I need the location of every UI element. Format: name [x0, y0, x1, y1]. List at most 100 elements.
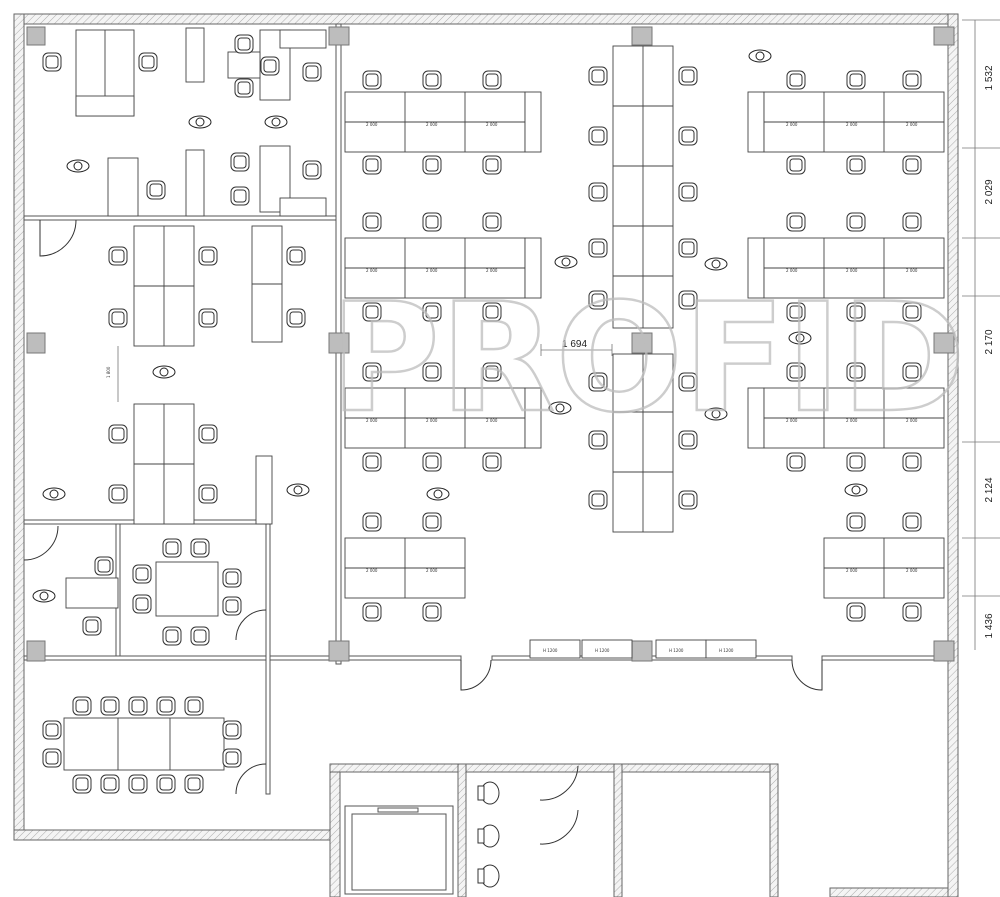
- desk-label: 2 000: [906, 418, 918, 423]
- chair: [222, 720, 242, 740]
- cluster-row-2-right: [747, 237, 945, 299]
- chair: [94, 556, 114, 576]
- outer-walls: [13, 13, 959, 897]
- chair: [286, 308, 306, 328]
- meeting-rooms: [63, 561, 225, 771]
- chair: [588, 430, 608, 450]
- chair: [588, 238, 608, 258]
- desk-label: 2 000: [486, 122, 498, 127]
- dimension-lines: 1 532 2 029 2 170 2 124 1 436 1 694: [540, 19, 1000, 650]
- chair: [422, 602, 442, 622]
- chair: [482, 362, 502, 382]
- chair: [786, 212, 806, 232]
- chair: [222, 568, 242, 588]
- chair: [482, 452, 502, 472]
- chair: [362, 602, 382, 622]
- chair: [786, 70, 806, 90]
- cluster-row-1-left: [344, 91, 542, 153]
- columns: [26, 26, 955, 662]
- chair: [184, 696, 204, 716]
- main-workstations: 2 000 2 000 2 000 2 000 2 000 2 000 2 00…: [344, 45, 945, 599]
- chair: [588, 66, 608, 86]
- cluster-row-1-right: [747, 91, 945, 153]
- service-core: [329, 763, 949, 897]
- dimension-center: 1 694: [562, 339, 587, 350]
- chair: [234, 34, 254, 54]
- desk-label: 2 000: [846, 268, 858, 273]
- cluster-row-3-right: [747, 387, 945, 449]
- chair: [422, 362, 442, 382]
- chair: [678, 182, 698, 202]
- desk-label: 2 000: [786, 122, 798, 127]
- desk-label: 2 000: [426, 568, 438, 573]
- left-small-dimension: 1 800: [106, 366, 111, 378]
- chair: [184, 774, 204, 794]
- dimension-2: 2 029: [984, 179, 995, 204]
- chair: [902, 212, 922, 232]
- desk-label: 2 000: [906, 122, 918, 127]
- desk-label: 2 000: [366, 568, 378, 573]
- cabinet-label: H 1200: [543, 648, 558, 653]
- person-figure: [286, 483, 310, 497]
- chair: [362, 302, 382, 322]
- chair: [588, 126, 608, 146]
- chair: [100, 774, 120, 794]
- chair: [902, 155, 922, 175]
- chair: [286, 246, 306, 266]
- chair: [156, 774, 176, 794]
- desk-label: 2 000: [846, 418, 858, 423]
- chairs: [42, 34, 922, 794]
- cluster-row-3-left: [344, 387, 542, 449]
- chair: [422, 512, 442, 532]
- desk-label: 2 000: [486, 268, 498, 273]
- chair: [422, 155, 442, 175]
- chair: [902, 602, 922, 622]
- desk-label: 2 000: [786, 268, 798, 273]
- chair: [190, 538, 210, 558]
- chair: [108, 424, 128, 444]
- chair: [362, 362, 382, 382]
- chair: [846, 70, 866, 90]
- chair: [588, 490, 608, 510]
- chair: [362, 512, 382, 532]
- chair: [362, 212, 382, 232]
- chair: [482, 70, 502, 90]
- chair: [162, 538, 182, 558]
- chair: [846, 512, 866, 532]
- cluster-row-2-left: [344, 237, 542, 299]
- chair: [846, 452, 866, 472]
- chair: [846, 302, 866, 322]
- chair: [260, 56, 280, 76]
- person-figure: [264, 115, 288, 129]
- chair: [108, 246, 128, 266]
- chair: [362, 155, 382, 175]
- chair: [902, 362, 922, 382]
- chair: [786, 302, 806, 322]
- chair: [72, 774, 92, 794]
- chair: [198, 308, 218, 328]
- chair: [422, 212, 442, 232]
- chair: [846, 212, 866, 232]
- chair: [198, 246, 218, 266]
- chair: [190, 626, 210, 646]
- cabinet-label: H 1200: [719, 648, 734, 653]
- chair: [902, 452, 922, 472]
- person-figure: [704, 407, 728, 421]
- storage-cabinets: H 1200 H 1200 H 1200 H 1200: [529, 639, 757, 659]
- desk-label: 2 000: [366, 122, 378, 127]
- chair: [82, 616, 102, 636]
- desk-label: 2 000: [366, 418, 378, 423]
- chair: [222, 596, 242, 616]
- desk-label: 2 000: [366, 268, 378, 273]
- person-figure: [548, 401, 572, 415]
- chair: [230, 186, 250, 206]
- chair: [198, 484, 218, 504]
- chair: [302, 160, 322, 180]
- chair: [362, 70, 382, 90]
- chair: [482, 212, 502, 232]
- chair: [678, 430, 698, 450]
- chair: [678, 290, 698, 310]
- chair: [42, 720, 62, 740]
- chair: [108, 484, 128, 504]
